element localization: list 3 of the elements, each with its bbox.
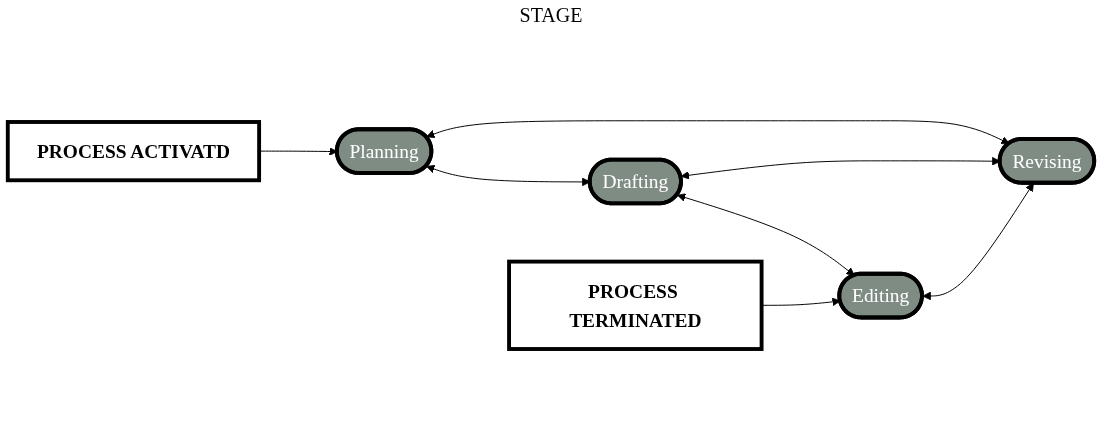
stage-label: STAGE — [519, 4, 583, 26]
node-box: PROCESS ACTIVATD — [5, 120, 262, 183]
node-box: PROCESS TERMINATED — [507, 259, 764, 352]
